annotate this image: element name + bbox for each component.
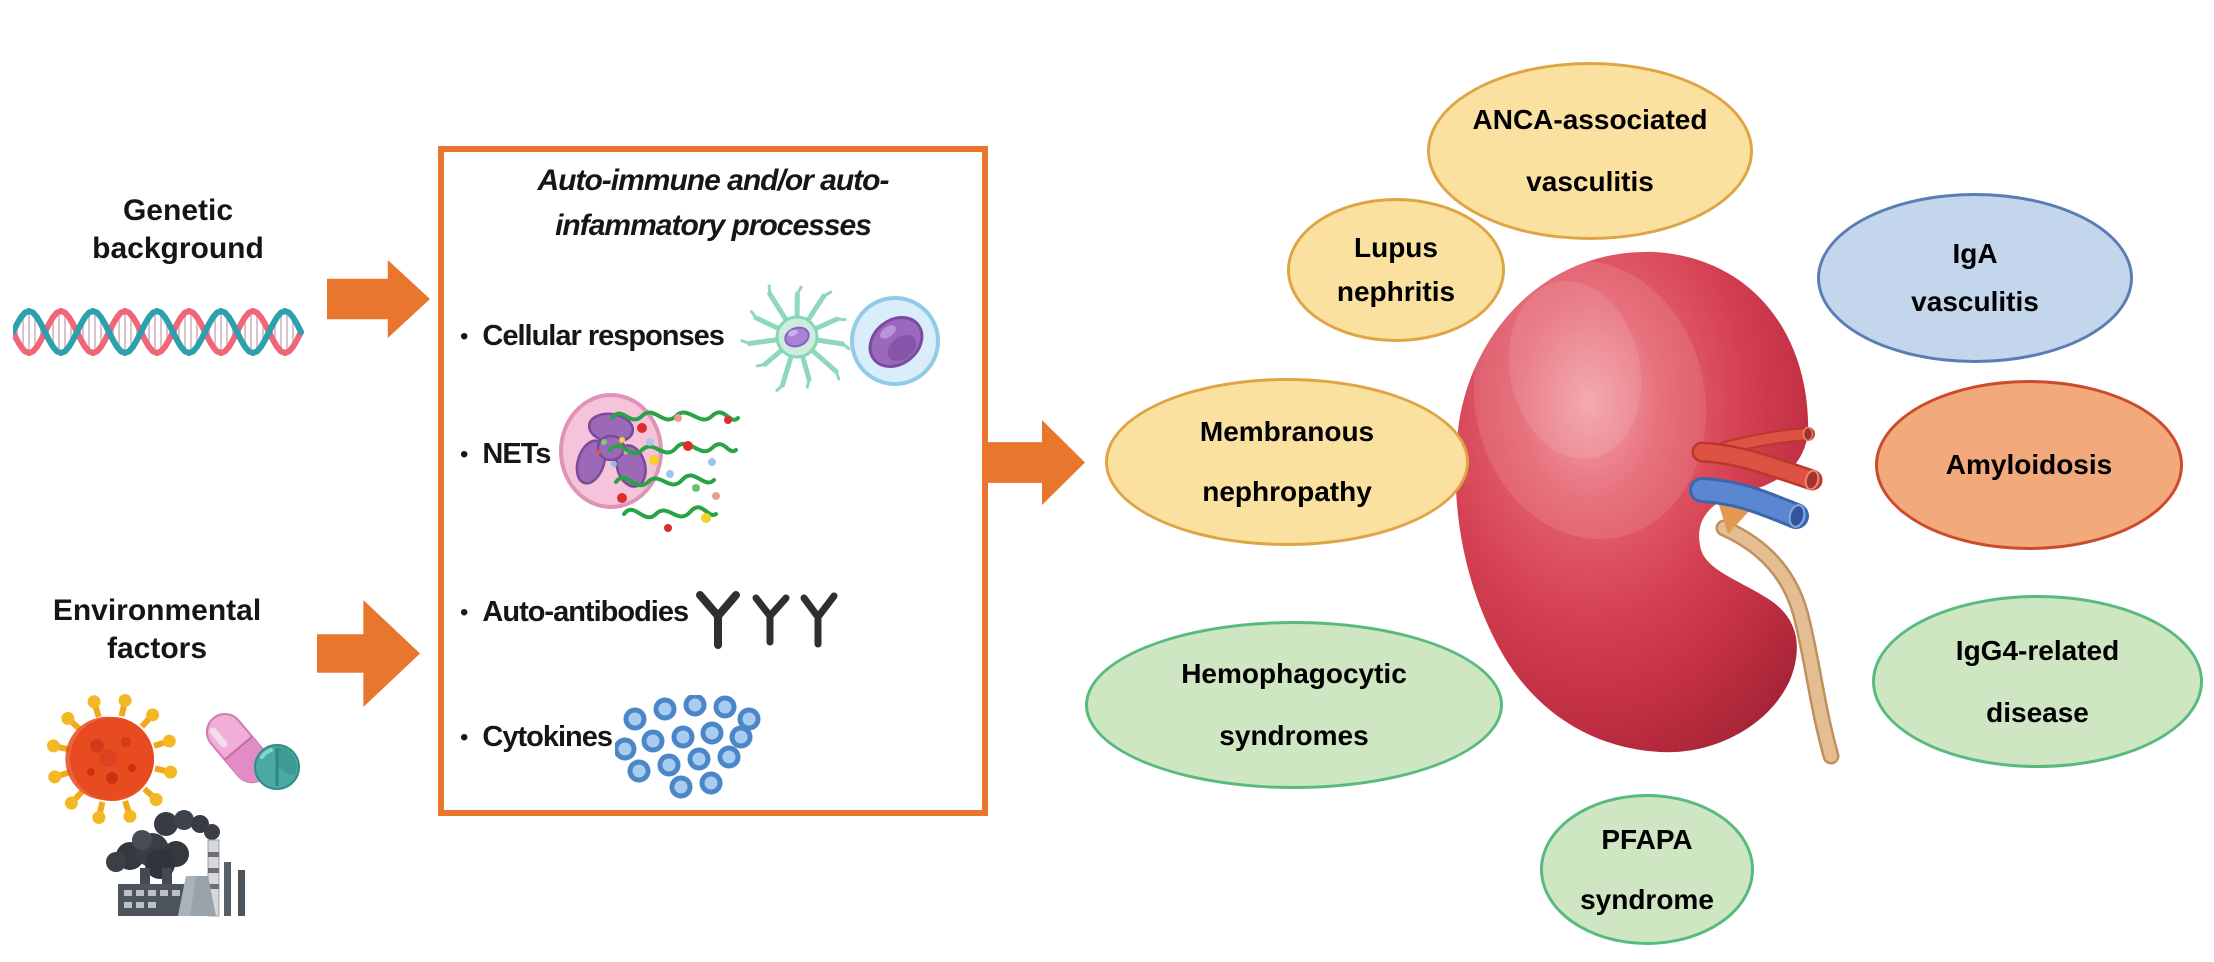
lymphocyte-cell-icon — [850, 296, 940, 386]
renal-artery-opening — [1804, 469, 1820, 491]
environmental-factors-label: Environmental factors — [37, 592, 277, 668]
disease-ellipse-anca-vasculitis: ANCA-associated vasculitis — [1427, 62, 1753, 240]
virus-icon — [46, 693, 178, 825]
genetic-background-label: Genetic background — [58, 192, 298, 268]
renal-vein — [1692, 480, 1806, 526]
process-box-title: Auto-immune and/or auto- infammatory pro… — [444, 158, 982, 248]
disease-ellipse-membranous-nephropathy: Membranous nephropathy — [1105, 378, 1469, 546]
disease-ellipse-iga-vasculitis: IgA vasculitis — [1817, 193, 2133, 363]
disease-ellipse-pfapa-syndrome: PFAPA syndrome — [1540, 794, 1754, 945]
factory-pollution-icon — [106, 810, 245, 917]
virus-spikes — [46, 693, 178, 825]
nets-strands-icon — [608, 410, 740, 532]
bullet-label-auto-antibodies: Auto-antibodies — [482, 596, 689, 628]
disease-label-line: Membranous — [1199, 416, 1375, 447]
dna-helix-icon — [13, 307, 304, 357]
factory-buildings — [118, 839, 245, 917]
genetic-label-line1: Genetic — [122, 194, 234, 227]
disease-label-line: vasculitis — [1526, 166, 1654, 197]
kidney-illustration — [1455, 251, 1840, 765]
disease-label-line: nephropathy — [1202, 476, 1372, 507]
disease-label-line: syndrome — [1580, 883, 1714, 915]
disease-ellipse-amyloidosis: Amyloidosis — [1875, 380, 2183, 550]
disease-label-line: Hemophagocytic — [1181, 658, 1407, 689]
genetic-label-line2: background — [92, 232, 264, 265]
arrow-genetic-to-box — [327, 260, 430, 338]
process-box-title-line1: Auto-immune and/or auto- — [537, 164, 890, 197]
dendritic-cell-icon — [740, 284, 851, 392]
disease-label-line: Lupus — [1354, 232, 1438, 263]
disease-label-line: IgG4-related — [1955, 634, 2120, 666]
process-box-title-line2: infammatory processes — [555, 209, 872, 242]
bullet-cytokines: • Cytokines — [460, 721, 613, 754]
environment-label-line2: factors — [106, 632, 208, 665]
arrow-box-to-kidney — [985, 420, 1085, 505]
antibody-y-icons — [696, 591, 838, 649]
bullet-auto-antibodies: • Auto-antibodies — [460, 596, 689, 629]
disease-label-line: Amyloidosis — [1945, 449, 2113, 480]
antibody-y-icon — [752, 594, 790, 646]
disease-ellipse-igg4-related-disease: IgG4-related disease — [1872, 595, 2203, 768]
disease-label-line: syndromes — [1219, 720, 1369, 751]
bullet-label-cellular-responses: Cellular responses — [482, 320, 724, 352]
antibody-y-icon — [800, 592, 838, 648]
bullet-cellular-responses: • Cellular responses — [460, 320, 725, 353]
environment-label-line1: Environmental — [52, 594, 262, 627]
bullet-dot: • — [460, 322, 469, 350]
ureter — [1718, 522, 1837, 762]
bullet-label-cytokines: Cytokines — [482, 721, 613, 753]
bullet-dot: • — [460, 723, 469, 751]
disease-label-line: nephritis — [1336, 276, 1456, 307]
renal-artery — [1694, 444, 1820, 488]
nets-granule-dots — [617, 414, 732, 532]
pill-tablet-icon — [254, 744, 300, 790]
bullet-dot: • — [460, 598, 469, 626]
disease-ellipse-lupus-nephritis: Lupus nephritis — [1287, 198, 1505, 342]
disease-ellipse-hemophagocytic-syndromes: Hemophagocytic syndromes — [1085, 621, 1503, 789]
bullet-dot: • — [460, 440, 469, 468]
disease-label-line: disease — [1986, 696, 2089, 728]
disease-label-line: ANCA-associated — [1472, 104, 1708, 135]
kidney-body — [1455, 251, 1809, 753]
bullet-label-nets: NETs — [482, 438, 551, 470]
disease-label-line: PFAPA — [1601, 823, 1693, 855]
bullet-nets: • NETs — [460, 438, 551, 471]
disease-label-line: vasculitis — [1911, 286, 2039, 317]
cytokine-dots-icon — [615, 695, 761, 799]
renal-vein-opening — [1788, 504, 1806, 528]
process-box: Auto-immune and/or auto- infammatory pro… — [438, 146, 988, 816]
arrow-environment-to-box — [317, 600, 420, 707]
disease-label-line: IgA — [1952, 238, 1998, 269]
antibody-y-icon — [696, 591, 740, 649]
